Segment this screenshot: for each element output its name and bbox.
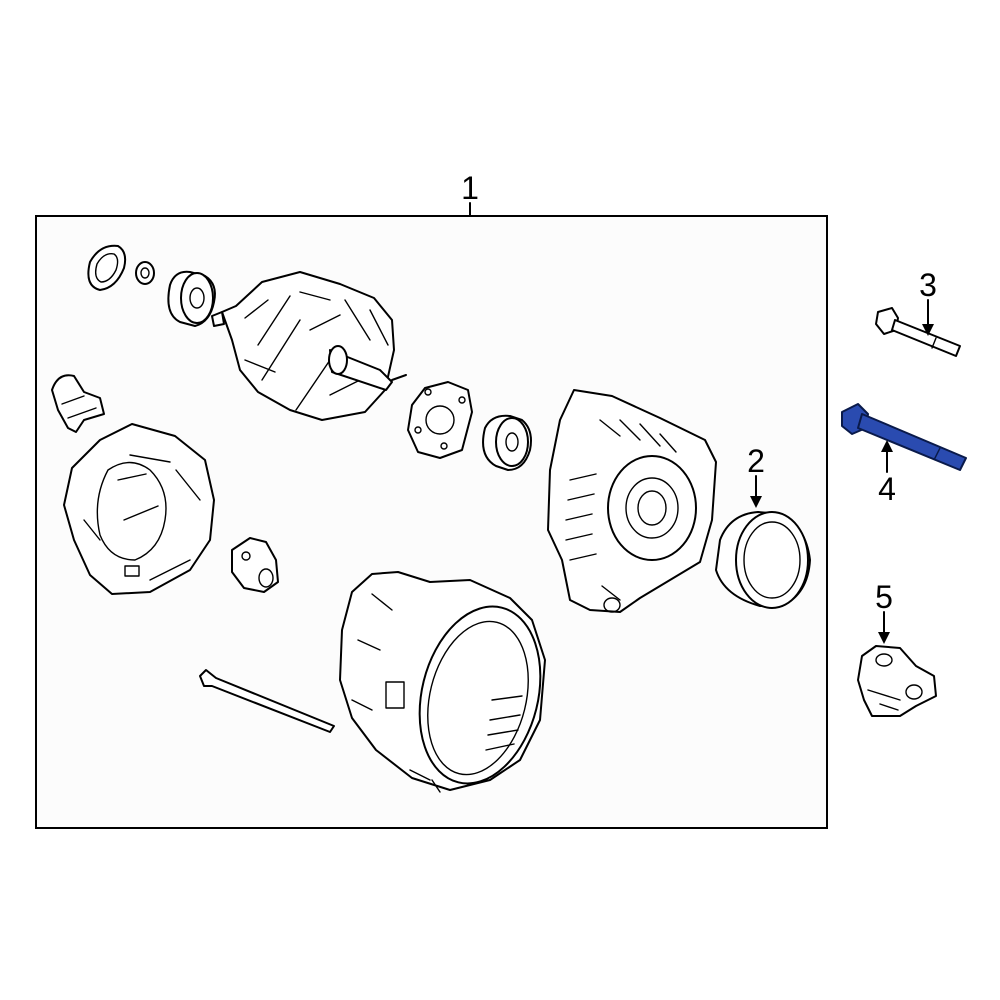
o-ring-part[interactable] [87,244,127,291]
brush-plate-part[interactable] [407,381,473,459]
callout-2-label[interactable]: 2 [747,443,765,479]
rear-cover-part[interactable] [63,423,215,595]
part-2-spacer[interactable] [715,511,811,609]
part-3-bolt[interactable] [875,307,961,357]
front-bearing-part[interactable] [167,270,216,327]
part-4-highlighted-bolt[interactable] [841,403,967,471]
callout-5-label[interactable]: 5 [875,579,893,615]
rotor-part[interactable] [211,271,407,421]
callout-5-arrowhead [878,632,890,644]
callout-3-label[interactable]: 3 [919,267,937,303]
through-bolt-part[interactable] [199,669,335,733]
callout-4-label[interactable]: 4 [878,471,896,507]
callout-1-label[interactable]: 1 [461,170,479,206]
terminal-boot-part[interactable] [51,374,105,433]
front-housing-part[interactable] [547,389,717,613]
callout-3-arrowhead [922,324,934,336]
callout-2-arrowhead [750,496,762,508]
stator-housing-part[interactable] [339,571,558,796]
callout-4-arrowhead [881,440,893,452]
washer-part[interactable] [135,261,155,285]
part-5-bracket[interactable] [857,645,937,717]
rear-bearing-part[interactable] [482,414,532,471]
regulator-clip-part[interactable] [231,537,279,593]
